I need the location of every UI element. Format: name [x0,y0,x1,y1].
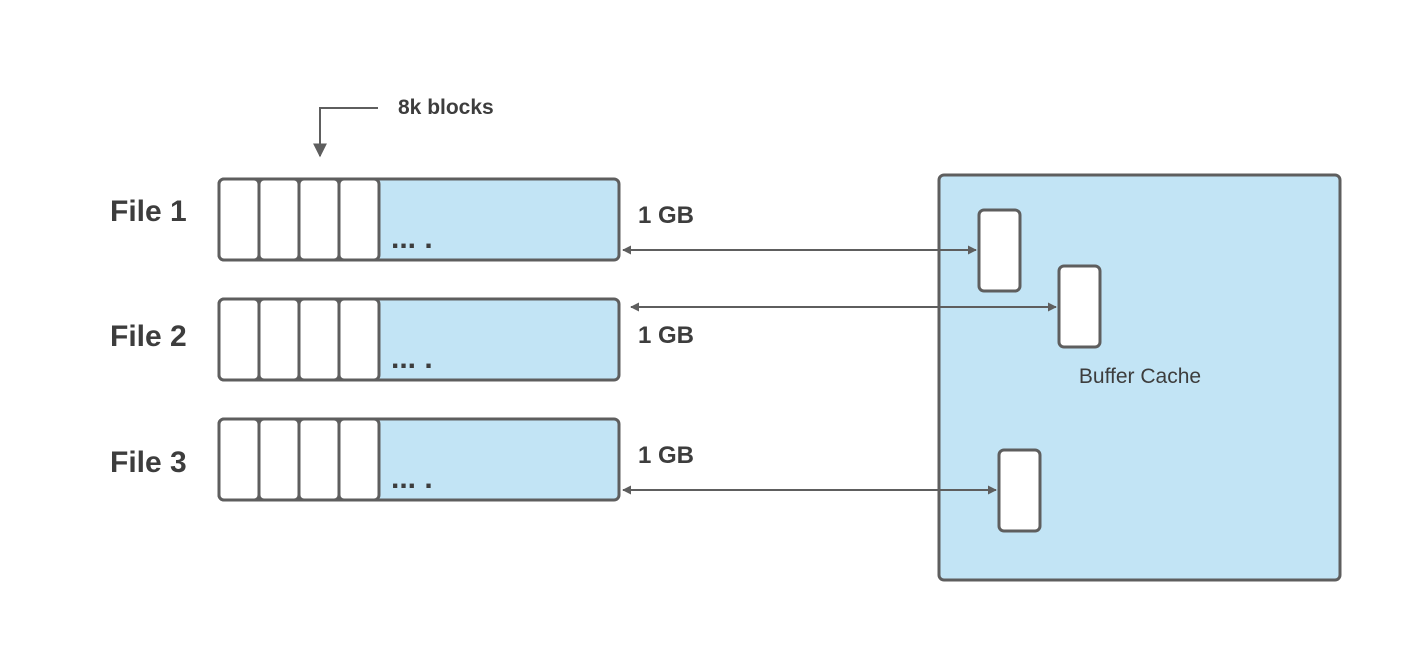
cached-block-1 [977,208,1022,293]
block-cell [297,297,341,382]
buffer-cache-label: Buffer Cache [1079,365,1201,388]
blocks-annotation: 8k blocks [313,96,494,158]
file-label: File 1 [110,195,187,228]
block-cell [257,297,301,382]
block-cell [217,177,261,262]
block-cell [297,177,341,262]
file-row-3: File 3 ... . 1 GB [110,417,997,502]
blocks-pointer-arrow [313,107,378,158]
block-cell [217,297,261,382]
ellipsis: ... . [391,222,433,255]
block-cell [257,417,301,502]
cached-block-3 [997,448,1042,533]
file-size-label: 1 GB [638,202,694,229]
buffer-cache: Buffer Cache [937,173,1342,582]
block-cell [337,417,381,502]
ellipsis: ... . [391,462,433,495]
block-cell [337,297,381,382]
file-size-label: 1 GB [638,442,694,469]
block-cell [337,177,381,262]
file-row-1: File 1 ... . 1 GB [110,177,977,262]
ellipsis: ... . [391,342,433,375]
file-label: File 3 [110,446,187,479]
cached-block-2 [1057,264,1102,349]
file-size-label: 1 GB [638,322,694,349]
file-label: File 2 [110,320,187,353]
block-cell [257,177,301,262]
file-row-2: File 2 ... . 1 GB [110,297,1057,382]
blocks-label: 8k blocks [398,96,494,119]
block-cell [297,417,341,502]
block-cell [217,417,261,502]
